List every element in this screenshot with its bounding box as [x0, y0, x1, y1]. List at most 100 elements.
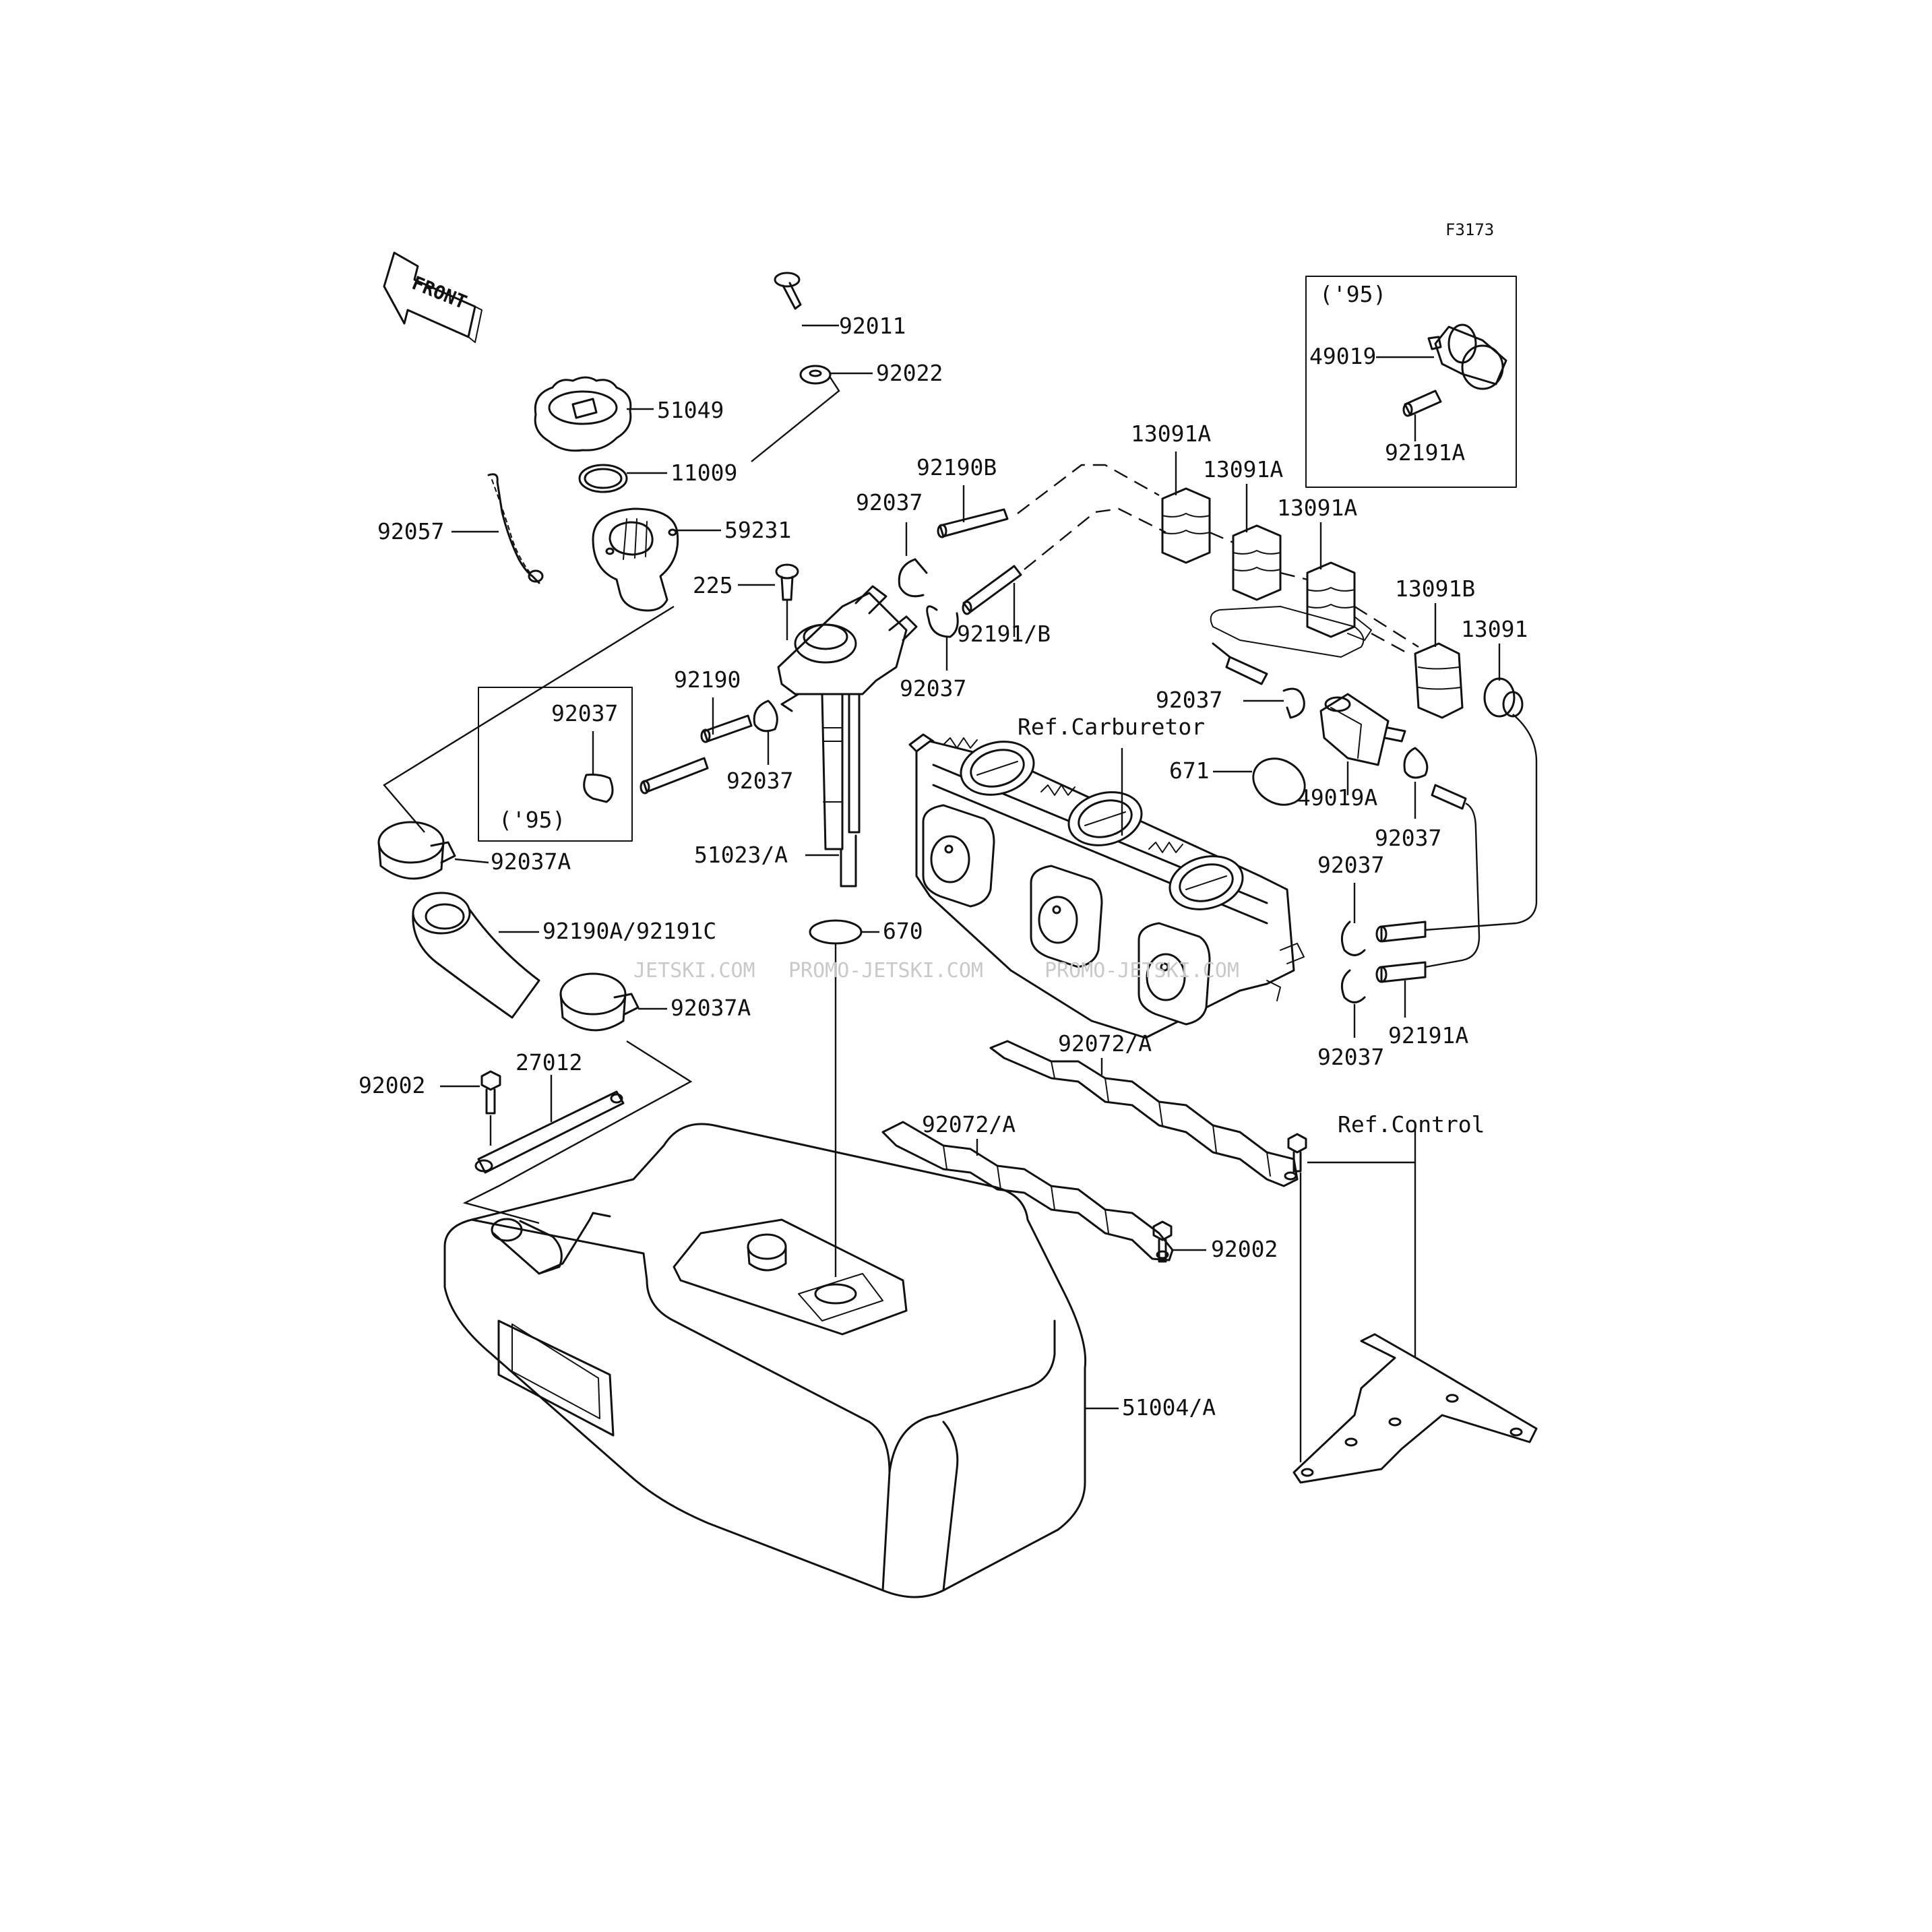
label-13091B: 13091B	[1395, 575, 1475, 602]
bolt-92002-1	[480, 1070, 501, 1115]
dash-line-right	[1209, 531, 1419, 655]
leader-92022-line	[751, 377, 840, 462]
hose-clamp-92037A-2	[559, 972, 640, 1032]
dash-line-lower	[1024, 507, 1166, 570]
tube-right-lower-2	[1375, 961, 1427, 983]
label-11009: 11009	[671, 460, 737, 486]
year-note-top-right: ('95)	[1319, 281, 1386, 307]
label-ref-carburetor: Ref.Carburetor	[1018, 714, 1205, 740]
clamp-92037-g	[1340, 969, 1366, 1003]
clamp-92037-box	[583, 774, 614, 803]
label-671: 671	[1169, 757, 1210, 784]
label-92037A-2: 92037A	[671, 995, 751, 1021]
screw-225	[775, 563, 799, 601]
fuel-filter-49019	[1427, 323, 1507, 390]
year-note-left: ('95)	[499, 807, 565, 833]
control-bracket	[1292, 1333, 1538, 1484]
tube-right-lower-1	[1375, 921, 1427, 943]
label-92011: 92011	[839, 313, 906, 339]
damper-13091B	[1414, 642, 1464, 719]
watermark-3: PROMO-JETSKI.COM	[1045, 959, 1239, 983]
label-92037-box: 92037	[551, 700, 618, 726]
label-49019A: 49019A	[1297, 784, 1377, 811]
washer-92022	[799, 365, 832, 385]
label-92072A-1: 92072/A	[1058, 1030, 1152, 1057]
damper-13091A-2	[1232, 524, 1282, 601]
strip-92072A-upper	[989, 1040, 1299, 1187]
clamp-92037-d	[1282, 687, 1305, 719]
label-51023A: 51023/A	[694, 842, 788, 868]
label-92037-f: 92037	[1317, 852, 1384, 878]
leader-neck-hose	[383, 605, 675, 833]
label-13091A-2: 13091A	[1203, 456, 1283, 482]
label-225: 225	[693, 572, 733, 598]
label-ref-control: Ref.Control	[1338, 1111, 1485, 1138]
clamp-92037-c	[753, 699, 778, 733]
damper-13091A-3	[1306, 561, 1372, 641]
label-92037-g: 92037	[1317, 1044, 1384, 1070]
clamp-92037-a	[898, 558, 928, 598]
watermark-2: PROMO-JETSKI.COM	[788, 959, 983, 983]
hose-route-far-right	[1425, 714, 1538, 931]
label-92037-a: 92037	[856, 489, 923, 516]
hose-route-right	[1425, 802, 1481, 968]
clamp-92037-f	[1340, 921, 1366, 956]
fuel-filter-49019A	[1319, 693, 1406, 766]
tube-92191A-box	[1402, 389, 1442, 417]
hose-clamp-92037A-1	[377, 821, 456, 880]
label-92022: 92022	[876, 360, 943, 386]
year-95-box-left: ('95)	[478, 687, 633, 842]
front-label: FRONT	[409, 272, 470, 313]
dash-line-upper	[1017, 464, 1160, 514]
hose-92190A-92191C	[412, 892, 540, 1019]
leader-92037A-1	[454, 858, 489, 864]
label-13091A-3: 13091A	[1277, 495, 1357, 521]
label-27012: 27012	[516, 1049, 582, 1076]
damper-outline	[1210, 606, 1365, 658]
label-92057: 92057	[377, 518, 444, 544]
label-92037A-1: 92037A	[491, 848, 571, 875]
fuel-cap-51049	[534, 376, 632, 452]
bolt-control	[1287, 1133, 1307, 1173]
year-95-box: ('95)	[1305, 276, 1517, 488]
tube-92190B	[937, 508, 1009, 538]
label-92191A: 92191A	[1388, 1022, 1468, 1049]
bolt-92002-2	[1152, 1220, 1173, 1263]
cord-92057	[487, 473, 544, 584]
label-51004A: 51004/A	[1122, 1394, 1216, 1421]
label-92037-e: 92037	[1375, 825, 1441, 851]
tube-92190-a	[700, 714, 753, 743]
fuel-valve-51023A	[777, 585, 918, 887]
tube-near-filter	[1225, 656, 1268, 685]
label-49019: 49019	[1309, 343, 1376, 369]
screw-92011	[774, 272, 802, 310]
clamp-92037-e	[1403, 747, 1429, 779]
label-92191A-box: 92191A	[1385, 439, 1465, 466]
tube-92190-b	[640, 757, 709, 794]
leader-ref-control	[1307, 1122, 1416, 1358]
tube-link	[1212, 642, 1231, 658]
label-92037-d: 92037	[1156, 687, 1222, 713]
figure-code: F3173	[1445, 220, 1494, 239]
label-92072A-2: 92072/A	[922, 1111, 1016, 1138]
carburetor-assembly	[908, 733, 1305, 1039]
front-arrow-icon: FRONT	[383, 251, 482, 343]
gasket-11009	[578, 464, 628, 493]
strap-27012	[474, 1090, 625, 1174]
label-92190B: 92190B	[916, 454, 997, 480]
damper-13091A-1	[1161, 487, 1211, 564]
fuel-tank-51004A	[443, 1123, 1087, 1598]
label-13091A-1: 13091A	[1131, 420, 1211, 447]
o-ring-671	[1252, 757, 1306, 806]
label-92190A-92191C: 92190A/92191C	[542, 918, 716, 944]
tube-92191B	[962, 565, 1022, 615]
o-ring-670	[809, 919, 863, 945]
strip-92072A-lower	[881, 1121, 1174, 1261]
label-92190: 92190	[674, 666, 741, 693]
label-51049: 51049	[657, 397, 724, 423]
label-92037-c: 92037	[726, 768, 793, 794]
tube-right-upper	[1431, 784, 1467, 810]
clamp-92037-b	[926, 605, 959, 638]
filler-neck-59231	[592, 507, 679, 612]
